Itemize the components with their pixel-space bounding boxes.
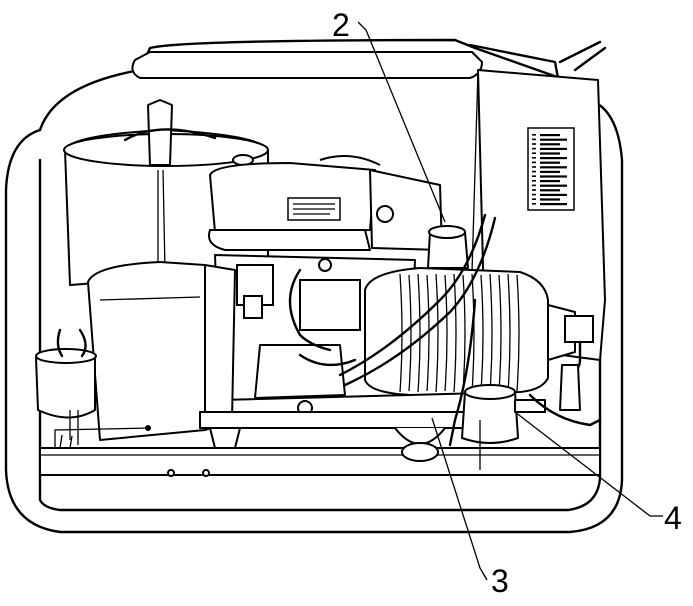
base-plate — [39, 411, 601, 477]
hoses — [288, 213, 602, 470]
callout-3: 3 — [491, 563, 509, 599]
leader-lines — [357, 21, 663, 581]
decal-right — [527, 127, 575, 211]
hose-coil — [35, 328, 97, 445]
filter-bowl — [461, 384, 546, 444]
pump-housing — [87, 261, 236, 441]
alternator — [364, 267, 594, 411]
callout-4: 4 — [664, 500, 682, 536]
callout-2: 2 — [332, 7, 350, 43]
strainer-cup — [427, 225, 469, 269]
